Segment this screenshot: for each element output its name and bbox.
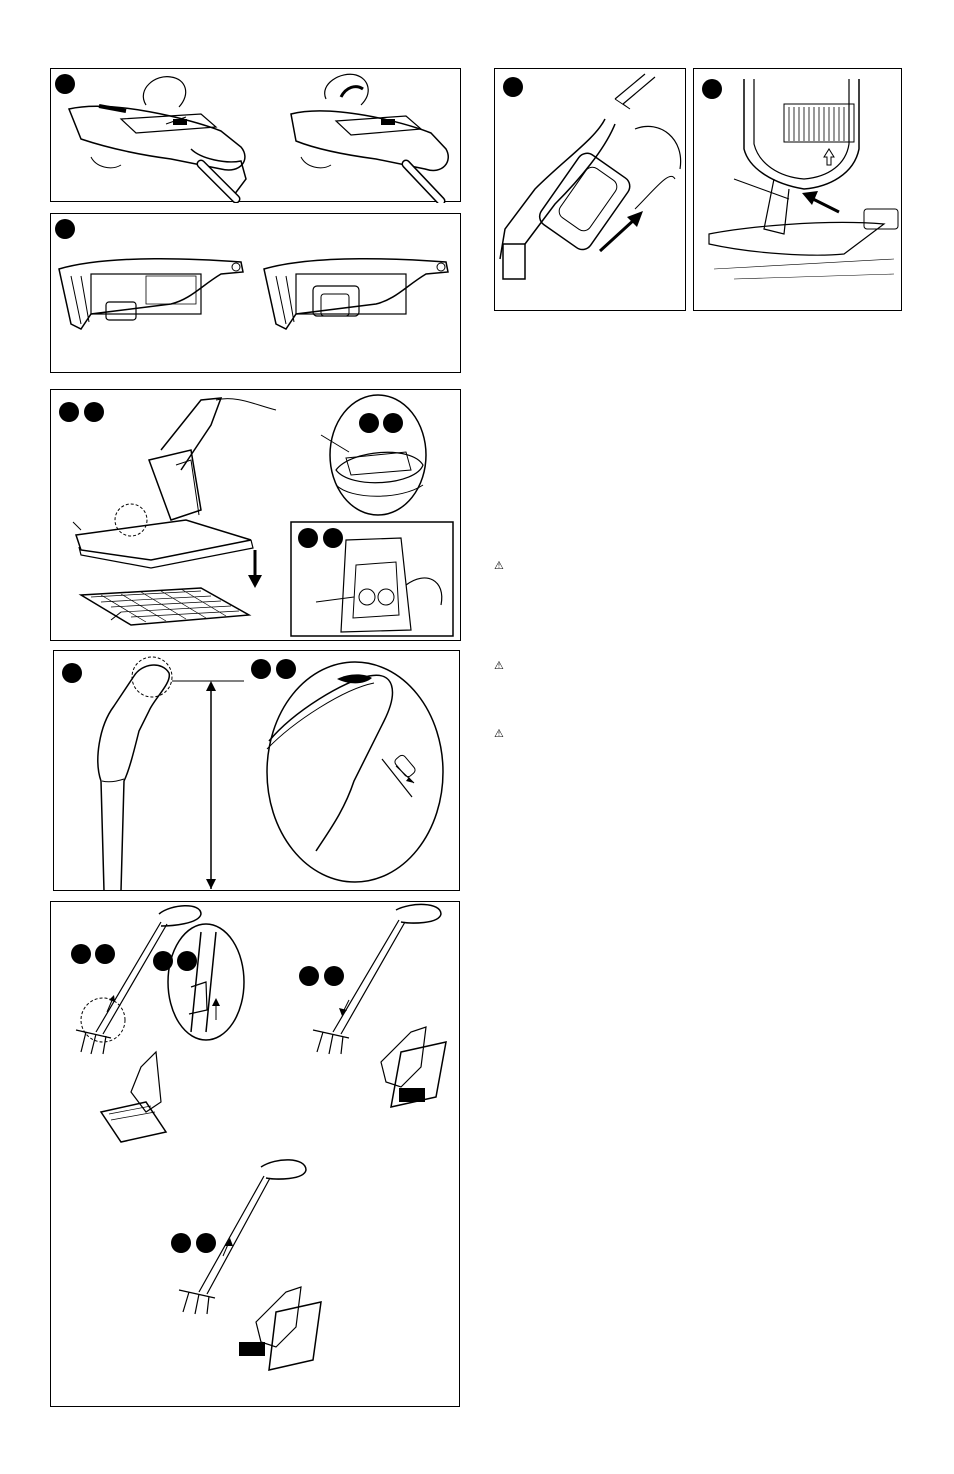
step-badge bbox=[55, 74, 75, 94]
step-badge bbox=[71, 944, 91, 964]
warning-icon: ⚠ bbox=[494, 660, 504, 671]
mop-pad-illustration bbox=[51, 390, 462, 642]
brush-release-panel bbox=[693, 68, 902, 311]
step-badge bbox=[323, 528, 343, 548]
step-badge bbox=[702, 79, 722, 99]
step-badge bbox=[177, 951, 197, 971]
step-badge bbox=[503, 77, 523, 97]
brush-release-illustration bbox=[694, 69, 903, 312]
handle-nozzle-panel bbox=[53, 650, 460, 891]
step-badge bbox=[171, 1233, 191, 1253]
step-badge bbox=[251, 659, 271, 679]
step-badge bbox=[59, 402, 79, 422]
step-badge bbox=[359, 413, 379, 433]
step-badge bbox=[298, 528, 318, 548]
warning-icon: ⚠ bbox=[494, 728, 504, 739]
step-badge bbox=[324, 966, 344, 986]
accessories-illustration bbox=[51, 902, 461, 1408]
warning-icon: ⚠ bbox=[494, 560, 504, 571]
battery-cover-panel bbox=[50, 68, 461, 202]
cartridge-illustration bbox=[495, 69, 687, 312]
step-badge bbox=[84, 402, 104, 422]
step-badge bbox=[153, 951, 173, 971]
step-badge bbox=[276, 659, 296, 679]
step-badge bbox=[95, 944, 115, 964]
step-badge bbox=[62, 663, 82, 683]
handle-nozzle-illustration bbox=[54, 651, 461, 892]
battery-compartment-illustration bbox=[51, 214, 462, 374]
battery-compartment-panel bbox=[50, 213, 461, 373]
step-badge bbox=[383, 413, 403, 433]
battery-cover-illustration bbox=[51, 69, 462, 203]
step-badge bbox=[299, 966, 319, 986]
cartridge-panel bbox=[494, 68, 686, 311]
step-badge bbox=[196, 1233, 216, 1253]
step-badge bbox=[55, 219, 75, 239]
accessories-panel bbox=[50, 901, 460, 1407]
mop-pad-panel bbox=[50, 389, 461, 641]
